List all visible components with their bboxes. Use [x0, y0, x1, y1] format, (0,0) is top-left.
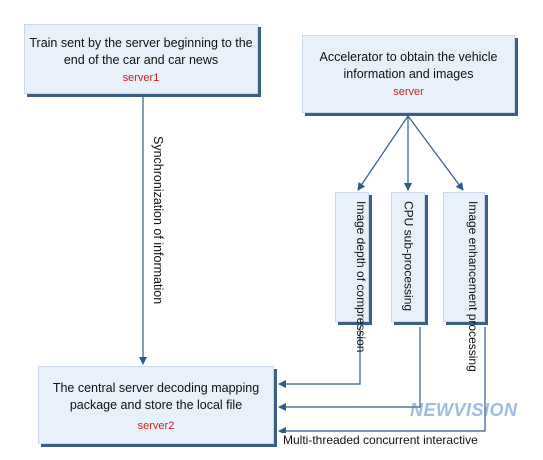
return-line-enhancement	[278, 327, 486, 435]
fan-line-left	[357, 115, 409, 191]
return-line-cpu	[278, 327, 421, 411]
fan-line-right	[407, 115, 464, 191]
newvision-watermark: NEWVISION	[410, 400, 518, 420]
cpu-subprocessing-box: CPU sub-processing	[391, 192, 425, 322]
sync-label: Synchronization of information	[151, 136, 165, 305]
server1-label: server1	[122, 72, 160, 84]
server2-box: The central server decoding mapping pack…	[38, 366, 274, 444]
server2-label: server2	[137, 420, 175, 432]
server-label: server	[393, 86, 424, 98]
server2-text: The central server decoding mapping pack…	[52, 381, 260, 412]
cpu-subprocessing-text: CPU sub-processing	[401, 201, 416, 312]
image-enhancement-text: Image enhancement processing	[466, 201, 480, 372]
depth-compression-box: Image depth of compression	[335, 192, 369, 352]
return-line-depth	[278, 327, 361, 388]
server-text: Accelerator to obtain the vehicle inform…	[319, 50, 498, 81]
image-enhancement-box: Image enhancement processing	[443, 192, 485, 372]
multithread-label: Multi-threaded concurrent interactive	[283, 433, 478, 447]
server1-text: Train sent by the server beginning to th…	[29, 36, 253, 67]
depth-compression-text: Image depth of compression	[354, 201, 368, 353]
server1-box: Train sent by the server beginning to th…	[24, 24, 258, 94]
server-box: Accelerator to obtain the vehicle inform…	[302, 35, 515, 113]
